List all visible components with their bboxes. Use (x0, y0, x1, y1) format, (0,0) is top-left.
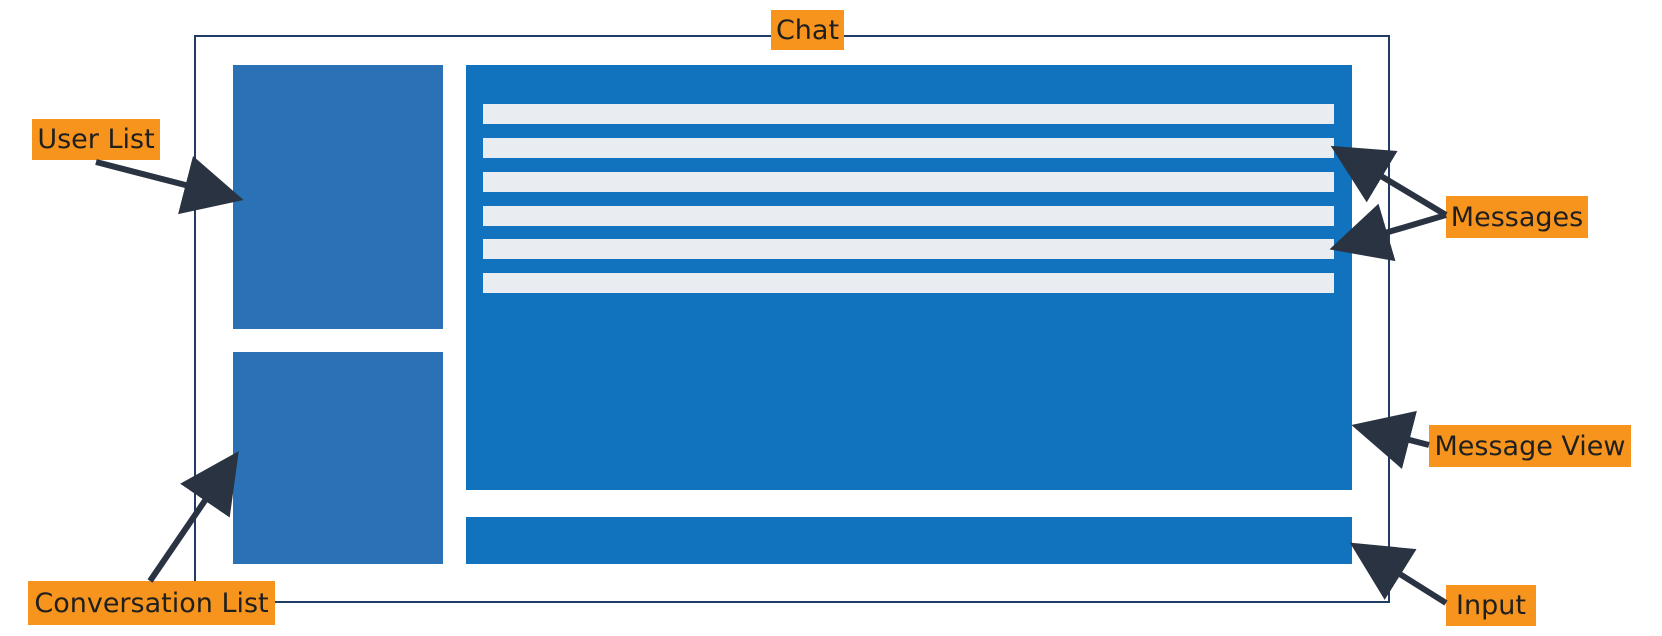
messages-label: Messages (1446, 196, 1588, 238)
message-row (483, 138, 1334, 158)
input-label: Input (1446, 585, 1536, 626)
message-row (483, 239, 1334, 259)
message-view-label: Message View (1429, 425, 1631, 467)
message-row (483, 206, 1334, 226)
input-panel (466, 517, 1352, 564)
chat-label: Chat (771, 10, 844, 50)
user-list-panel (233, 65, 443, 329)
message-row (483, 104, 1334, 124)
conversation-list-panel (233, 352, 443, 564)
message-row (483, 172, 1334, 192)
user-list-label: User List (32, 119, 160, 160)
conversation-list-label: Conversation List (28, 581, 275, 625)
message-row (483, 273, 1334, 293)
